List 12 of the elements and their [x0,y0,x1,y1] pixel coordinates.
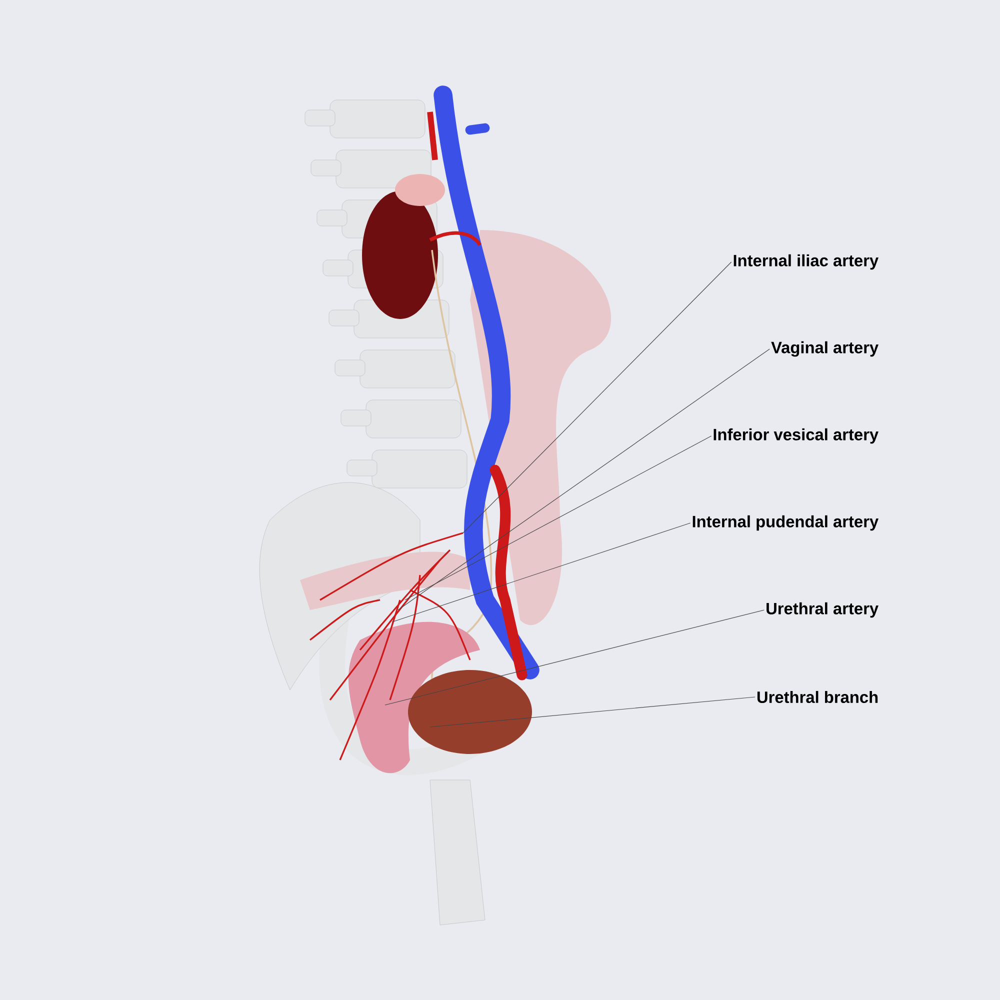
label-text: Urethral artery [766,602,878,618]
label-text: Vaginal artery [771,341,878,357]
label-text: Inferior vesical artery [714,428,878,444]
leader-line [398,348,770,610]
leader-line [392,522,691,622]
leader-line [462,262,732,534]
label-text: Internal iliac artery [734,254,878,270]
leader-line [404,436,712,600]
label-text: Urethral branch [757,690,878,704]
leader-line [430,696,756,728]
leader-line [384,610,764,706]
label-text: Internal pudendal artery [692,515,879,531]
